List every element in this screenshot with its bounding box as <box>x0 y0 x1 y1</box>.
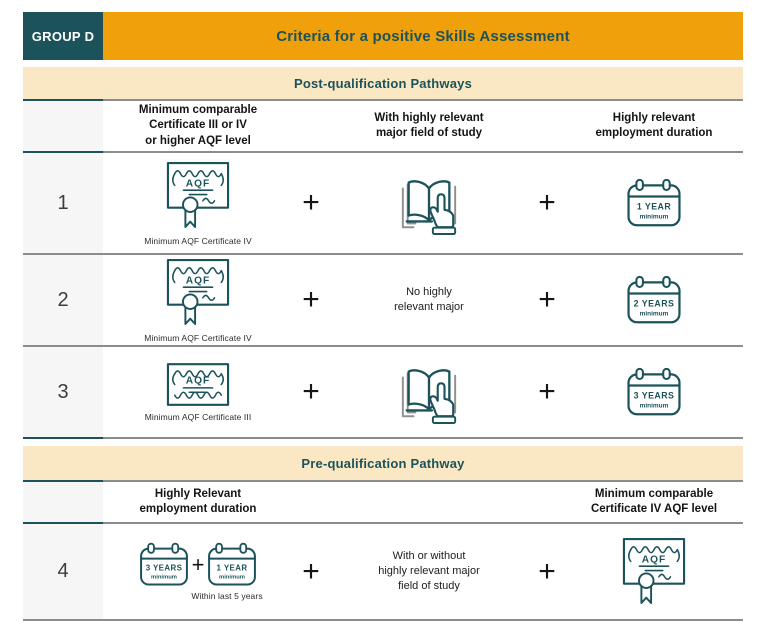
calendar-icon: 3 YEARS minimum <box>626 367 682 417</box>
separator <box>23 151 743 153</box>
calendar-icon: 1 YEAR minimum <box>626 178 682 228</box>
aqf-certificate-ribbon-icon: AQF <box>166 161 230 228</box>
calendar-caption: Within last 5 years <box>191 591 263 601</box>
calendar-minimum-label: minimum <box>640 311 669 318</box>
calendar-duration-label: 1 YEAR <box>217 563 248 572</box>
separator <box>23 522 743 524</box>
aqf-certificate-ribbon-icon: AQF <box>622 537 686 607</box>
row-number: 1 <box>23 153 103 253</box>
separator <box>23 437 743 439</box>
row-number: 3 <box>23 347 103 437</box>
calendar-duration-label: 1 YEAR <box>637 201 672 211</box>
aqf-label: AQF <box>186 376 210 387</box>
aqf-certificate-icon: AQF <box>166 363 230 406</box>
book-with-pointing-hand-icon <box>398 360 460 424</box>
calendar-duration-label: 3 YEARS <box>145 563 182 572</box>
post-qualification-band: Post-qualification Pathways <box>23 67 743 99</box>
calendar-duration-label: 3 YEARS <box>634 390 675 400</box>
book-with-pointing-hand-icon <box>401 180 457 235</box>
pathway-row-1: 1 AQF Minimum AQF Certificate IV + <box>23 153 743 253</box>
calendar-minimum-label: minimum <box>219 575 245 581</box>
post-column-headers: Minimum comparable Certificate III or IV… <box>23 101 743 151</box>
calendar-icon: 2 YEARS minimum <box>627 275 681 324</box>
calendar-icon: 3 YEARS minimum <box>139 542 188 586</box>
calendar-minimum-label: minimum <box>640 214 669 221</box>
row-number: 4 <box>23 524 103 619</box>
certificate-caption: Minimum AQF Certificate III <box>144 412 252 422</box>
column-header-major: With highly relevant major field of stud… <box>374 111 484 139</box>
number-column-spacer <box>23 101 103 151</box>
calendar-icon: 1 YEAR minimum <box>627 178 681 227</box>
separator <box>23 99 743 101</box>
book-with-pointing-hand-icon <box>398 171 460 235</box>
aqf-certificate-ribbon-icon: AQF <box>166 258 230 328</box>
pathway-row-4: 4 3 YEARS minimum + 1 YEAR minimum Withi… <box>23 524 743 619</box>
separator <box>23 480 743 482</box>
plus-icon: + <box>538 375 556 408</box>
pathway-row-3: 3 AQF Minimum AQF Certificate III + <box>23 347 743 437</box>
calendar-icon: 3 YEARS minimum <box>627 367 681 416</box>
calendar-duration-label: 2 YEARS <box>634 298 675 308</box>
column-header-employment: Highly Relevant employment duration <box>139 487 257 515</box>
plus-icon: + <box>538 554 556 588</box>
column-header-certificate: Minimum comparable Certificate III or IV… <box>138 104 258 147</box>
pre-qualification-band: Pre-qualification Pathway <box>23 446 743 480</box>
no-major-text: No highly relevant major <box>394 286 464 313</box>
pre-column-headers: Highly Relevant employment duration Mini… <box>23 482 743 522</box>
certificate-caption: Minimum AQF Certificate IV <box>144 332 252 343</box>
plus-icon: + <box>538 186 556 219</box>
column-header-certificate: Minimum comparable Certificate IV AQF le… <box>590 487 718 515</box>
column-header-employment: Highly relevant employment duration <box>595 111 713 139</box>
calendar-icon: 3 YEARS minimum <box>139 542 189 587</box>
book-with-pointing-hand-icon <box>401 369 457 424</box>
header-bar: GROUP D Criteria for a positive Skills A… <box>23 12 743 60</box>
aqf-certificate-ribbon-icon: AQF <box>166 161 230 231</box>
aqf-certificate-icon: AQF <box>166 362 230 407</box>
certificate-caption: Minimum AQF Certificate IV <box>144 235 252 246</box>
number-column-spacer <box>23 482 103 522</box>
plus-icon: + <box>302 375 320 408</box>
separator <box>23 619 743 621</box>
plus-icon: + <box>538 283 556 316</box>
plus-icon: + <box>302 554 320 588</box>
aqf-label: AQF <box>186 178 210 189</box>
aqf-label: AQF <box>186 275 210 286</box>
aqf-label: AQF <box>642 554 666 565</box>
pathway-row-2: 2 AQF Minimum AQF Certificate IV + No hi… <box>23 255 743 345</box>
group-label: GROUP D <box>23 12 103 60</box>
calendar-icon: 1 YEAR minimum <box>207 542 257 587</box>
calendar-minimum-label: minimum <box>151 575 177 581</box>
row-number: 2 <box>23 255 103 345</box>
aqf-certificate-ribbon-icon: AQF <box>166 258 230 325</box>
with-or-without-major-text: With or without highly relevant major fi… <box>378 550 480 592</box>
calendar-icon: 1 YEAR minimum <box>208 542 257 586</box>
plus-icon: + <box>302 186 320 219</box>
page-title: Criteria for a positive Skills Assessmen… <box>103 12 743 60</box>
separator <box>23 253 743 255</box>
plus-icon: + <box>191 551 205 577</box>
aqf-certificate-ribbon-icon: AQF <box>622 537 686 604</box>
plus-icon: + <box>302 283 320 316</box>
calendar-group: 3 YEARS minimum + 1 YEAR minimum <box>139 542 258 587</box>
calendar-icon: 2 YEARS minimum <box>626 275 682 325</box>
calendar-minimum-label: minimum <box>640 403 669 410</box>
separator <box>23 345 743 347</box>
